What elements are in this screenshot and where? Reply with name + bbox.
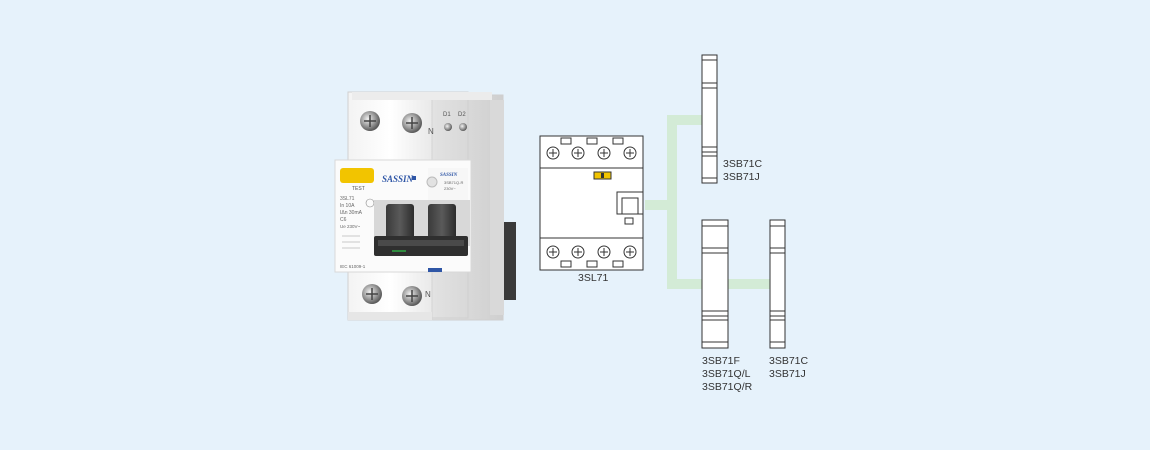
top-terminal-row: [546, 137, 637, 160]
screw-slot-icon: [406, 117, 418, 129]
top-step: [352, 92, 492, 100]
bottom-left-label: 3SB71Q/L: [702, 368, 751, 380]
aux-bottom-left-outline: [701, 219, 729, 349]
d1-label: D1: [443, 112, 451, 118]
bottom-step: [348, 312, 432, 320]
lever-right: [428, 204, 456, 244]
lever-bar-highlight: [378, 240, 464, 246]
indicator-divider: [601, 173, 604, 178]
blue-indicator: [428, 268, 442, 272]
top-aux-label: 3SB71J: [723, 171, 760, 183]
test-label: TEST: [352, 186, 365, 192]
voltage-line: Ue 230V~: [340, 224, 361, 229]
rating-line: In 10A: [340, 203, 355, 209]
aux-module-bottom-right-diagram: [769, 219, 786, 349]
main-unit-diagram: [539, 135, 644, 271]
screw-slot-icon: [366, 288, 378, 300]
connector-bottom: [667, 205, 770, 289]
bottom-left-label: 3SB71Q/R: [702, 381, 753, 393]
screw-slot-icon: [364, 115, 376, 127]
toggle-lever: [621, 197, 639, 215]
aux-module-side: [490, 100, 504, 315]
screw-slot-icon: [406, 290, 418, 302]
aux-bottom-right-outline: [769, 219, 786, 349]
toggle-tab: [624, 217, 634, 225]
brand-mark-icon: [412, 176, 416, 180]
aux-terminal-icon: [459, 123, 467, 131]
d2-label: D2: [458, 112, 466, 118]
circuit-symbol-icon: [342, 235, 360, 249]
model-line: 3SL71: [340, 196, 355, 202]
aux-model: 3SB71Q-R: [444, 180, 463, 185]
main-unit-label: 3SL71: [578, 272, 609, 284]
rcbo-product-photo: N D1 D2 TEST SASSIN 3SL71 In 10A IΔn 30m…: [334, 91, 516, 321]
aux-top-outline: [701, 54, 718, 184]
connector-paths: [645, 115, 770, 289]
aux-module-top-diagram: [701, 54, 718, 184]
bottom-terminal-row: [546, 245, 637, 268]
bottom-right-label: 3SB71J: [769, 368, 806, 380]
bottom-left-label: 3SB71F: [702, 355, 740, 367]
n-label-top: N: [428, 127, 434, 136]
bottom-left-labels: 3SB71F 3SB71Q/L 3SB71Q/R: [702, 355, 752, 394]
aux-indicator-icon: [426, 176, 438, 188]
aux-module-bottom-left-diagram: [701, 219, 729, 349]
curve-line: C6: [340, 217, 347, 223]
aux-spec: 230V~: [444, 186, 456, 191]
bottom-right-label: 3SB71C: [769, 355, 809, 367]
test-button: [340, 168, 374, 183]
brand-logo: SASSIN: [382, 174, 414, 184]
sensitivity-line: IΔn 30mA: [340, 210, 363, 216]
status-indicator: [392, 250, 406, 252]
n-label-bottom: N: [425, 290, 431, 299]
standard-line: IEC 61009-1: [340, 264, 366, 269]
aux-terminal-icon: [444, 123, 452, 131]
lever-left: [386, 204, 414, 244]
connector-top: [645, 115, 702, 210]
top-aux-labels: 3SB71C 3SB71J: [723, 158, 762, 184]
top-aux-label: 3SB71C: [723, 158, 763, 170]
aux-brand: SASSIN: [440, 173, 458, 178]
bottom-right-labels: 3SB71C 3SB71J: [769, 355, 808, 381]
